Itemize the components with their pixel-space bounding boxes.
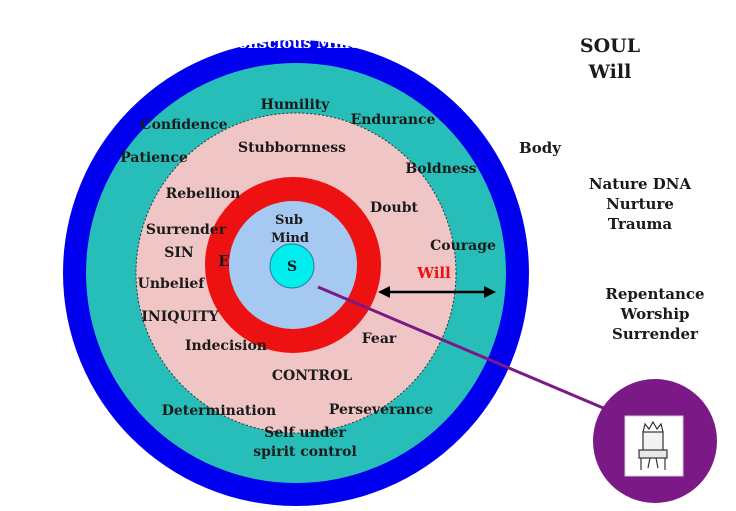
body-label: Body xyxy=(519,139,562,157)
boldness-label: Boldness xyxy=(405,161,476,177)
confidence-label: Confidence xyxy=(140,117,227,133)
determination-label: Determination xyxy=(162,403,276,419)
soul-title: SOUL xyxy=(580,35,640,57)
unbelief-label: Unbelief xyxy=(138,276,206,292)
core-circle xyxy=(269,243,315,289)
surrender-right-label: Surrender xyxy=(612,325,699,343)
core-label: S xyxy=(287,259,297,275)
throne-image-frame xyxy=(624,415,684,477)
patience-label: Patience xyxy=(120,150,188,166)
rebellion-label: Rebellion xyxy=(166,186,241,202)
red-ring-letter: E xyxy=(218,252,229,270)
sin-label: SIN xyxy=(164,245,194,261)
spirit-control-label: spirit control xyxy=(253,444,357,460)
surrender-label: Surrender xyxy=(146,222,227,238)
will-arrow-left-head xyxy=(378,286,390,298)
will-label: Will xyxy=(416,264,451,282)
stubbornness-label: Stubbornness xyxy=(238,140,346,156)
control-label: CONTROL xyxy=(272,368,352,384)
worship-label: Worship xyxy=(619,305,689,323)
conscious-mind-label: Conscious Mind xyxy=(226,34,361,52)
sub-label: Sub xyxy=(275,213,303,228)
perseverance-label: Perseverance xyxy=(329,402,433,418)
iniquity-label: INIQUITY xyxy=(141,309,219,325)
fear-label: Fear xyxy=(362,331,397,347)
will-title: Will xyxy=(588,61,632,83)
nurture-label: Nurture xyxy=(606,195,674,213)
throne-chair-icon xyxy=(638,420,668,470)
trauma-label: Trauma xyxy=(608,215,672,233)
humility-label: Humility xyxy=(261,97,331,113)
nature-dna-label: Nature DNA xyxy=(589,175,692,193)
repentance-label: Repentance xyxy=(605,285,704,303)
indecision-label: Indecision xyxy=(185,338,267,354)
will-arrow-right-head xyxy=(484,286,496,298)
mind-label: Mind xyxy=(271,231,309,246)
connector-line xyxy=(317,285,609,412)
doubt-label: Doubt xyxy=(370,200,418,216)
self-under-label: Self under xyxy=(264,425,346,441)
courage-label: Courage xyxy=(430,238,496,254)
endurance-label: Endurance xyxy=(351,112,436,128)
